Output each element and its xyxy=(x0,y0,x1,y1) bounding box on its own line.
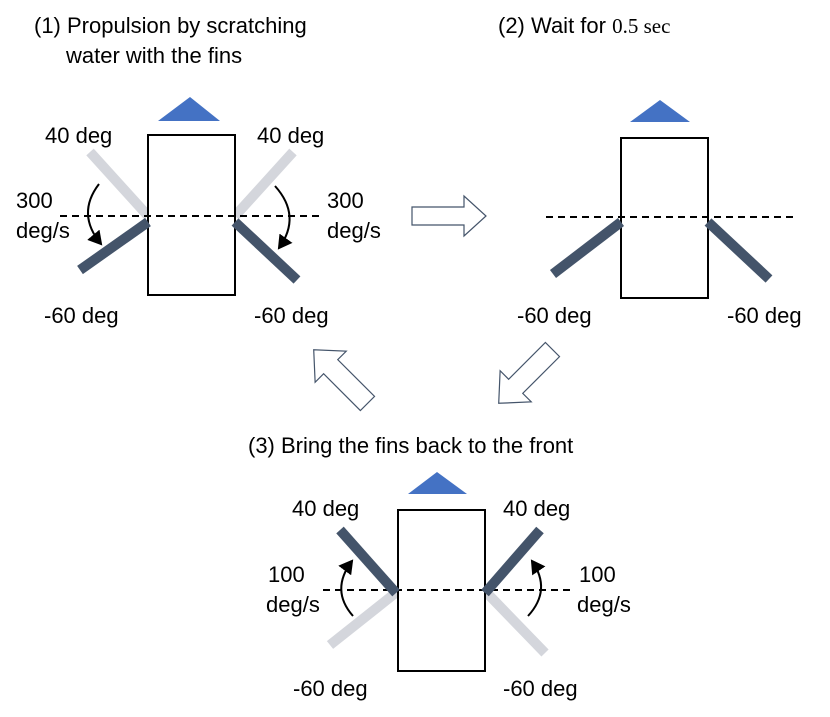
step1-left-fin-ghost xyxy=(86,148,152,220)
step3-left-bottom-angle: -60 deg xyxy=(293,676,368,701)
step2-head-triangle xyxy=(630,100,690,122)
step2-robot xyxy=(546,100,796,299)
step1-left-speed-value: 300 xyxy=(16,188,53,213)
step3-left-top-angle: 40 deg xyxy=(292,496,360,521)
step3-right-speed-unit: deg/s xyxy=(577,592,631,617)
step3-right-top-angle: 40 deg xyxy=(503,496,571,521)
step2-right-bottom-angle: -60 deg xyxy=(727,303,802,328)
step2-title-prefix: (2) Wait for xyxy=(498,13,613,38)
step1-left-rotation-arrow xyxy=(87,183,103,246)
step1-left-bottom-angle: -60 deg xyxy=(44,303,119,328)
step1-left-speed-unit: deg/s xyxy=(16,218,70,243)
step3-right-bottom-angle: -60 deg xyxy=(503,676,578,701)
step3-left-fin xyxy=(336,526,400,597)
step3-left-speed-unit: deg/s xyxy=(266,592,320,617)
step1-left-top-angle: 40 deg xyxy=(45,123,113,148)
step1-right-fin-ghost xyxy=(231,148,297,220)
step3-left-rotation-arrow xyxy=(338,559,354,617)
flow-arrow-step2-to-step3 xyxy=(498,341,561,404)
step1-right-top-angle: 40 deg xyxy=(257,123,325,148)
step3-right-speed-value: 100 xyxy=(579,562,616,587)
step3-title: (3) Bring the fins back to the front xyxy=(248,433,574,458)
step2-title: (2) Wait for 0.5 sec xyxy=(498,13,670,39)
step3-head-triangle xyxy=(408,472,467,494)
step1-head-triangle xyxy=(158,97,220,121)
step2-right-fin xyxy=(704,218,773,283)
flow-arrow-step3-to-step1 xyxy=(313,349,376,412)
step1-title-line1: (1) Propulsion by scratching xyxy=(34,13,307,38)
step1-right-bottom-angle: -60 deg xyxy=(254,303,329,328)
step2-left-bottom-angle: -60 deg xyxy=(517,303,592,328)
step1-title-line2: water with the fins xyxy=(66,43,243,68)
flow-arrow-step1-to-step2 xyxy=(411,194,487,238)
step1-right-speed-value: 300 xyxy=(327,188,364,213)
step1-right-fin xyxy=(231,218,301,284)
step3-right-rotation-arrow xyxy=(527,559,546,617)
step2-title-value: 0.5 sec xyxy=(612,14,671,38)
step3-robot xyxy=(323,472,573,672)
step3-left-speed-value: 100 xyxy=(268,562,305,587)
step3-right-fin-ghost xyxy=(481,587,549,657)
step1-left-fin xyxy=(77,217,151,275)
step3-right-fin xyxy=(481,526,544,597)
step1-robot xyxy=(60,97,322,296)
step1-right-speed-unit: deg/s xyxy=(327,218,381,243)
step2-left-fin xyxy=(549,218,625,278)
step1-right-rotation-arrow xyxy=(274,185,293,250)
step3-left-fin-ghost xyxy=(326,587,402,649)
